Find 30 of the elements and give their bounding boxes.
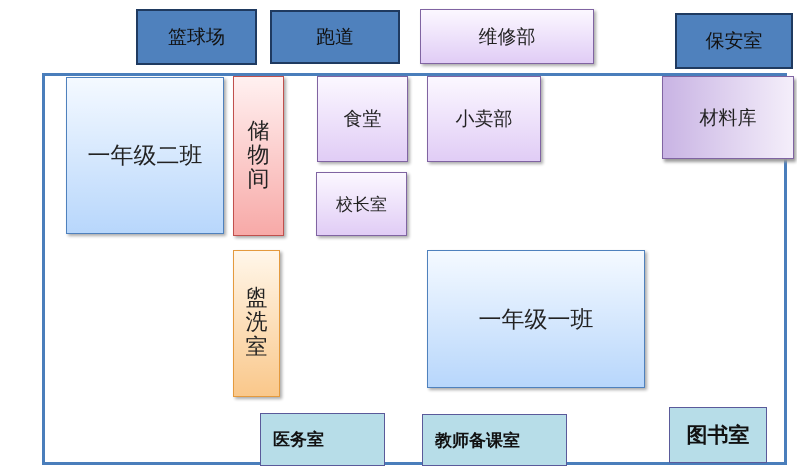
room-box <box>66 77 224 234</box>
room-label: 小卖部 <box>456 107 512 132</box>
room-box <box>669 407 767 463</box>
room-label: 图书室 <box>686 422 750 449</box>
room-box <box>420 9 594 64</box>
room-box <box>422 414 567 466</box>
room-box <box>260 413 385 466</box>
room-box <box>317 76 408 162</box>
room-box <box>316 172 407 236</box>
room-box <box>427 250 645 388</box>
room-label: 一年级一班 <box>478 306 594 334</box>
room-box <box>427 76 541 162</box>
room-label: 储物间 <box>248 120 270 192</box>
room-label: 校长室 <box>336 194 387 216</box>
room-box <box>675 13 793 69</box>
room-label: 篮球场 <box>168 25 225 50</box>
room-label: 材料库 <box>700 106 756 130</box>
room-label: 医务室 <box>273 429 324 451</box>
room-label: 跑道 <box>316 25 354 50</box>
room-label: 一年级二班 <box>88 142 202 171</box>
room-label: 保安室 <box>706 29 762 54</box>
room-box <box>270 10 400 64</box>
room-label: 食堂 <box>344 107 382 132</box>
room-box <box>136 9 257 65</box>
room-box <box>233 76 284 236</box>
room-label: 维修部 <box>478 24 536 50</box>
room-label: 盥洗室 <box>246 287 268 360</box>
room-box <box>233 250 280 397</box>
room-box <box>662 76 794 159</box>
room-label: 教师备课室 <box>435 430 520 452</box>
